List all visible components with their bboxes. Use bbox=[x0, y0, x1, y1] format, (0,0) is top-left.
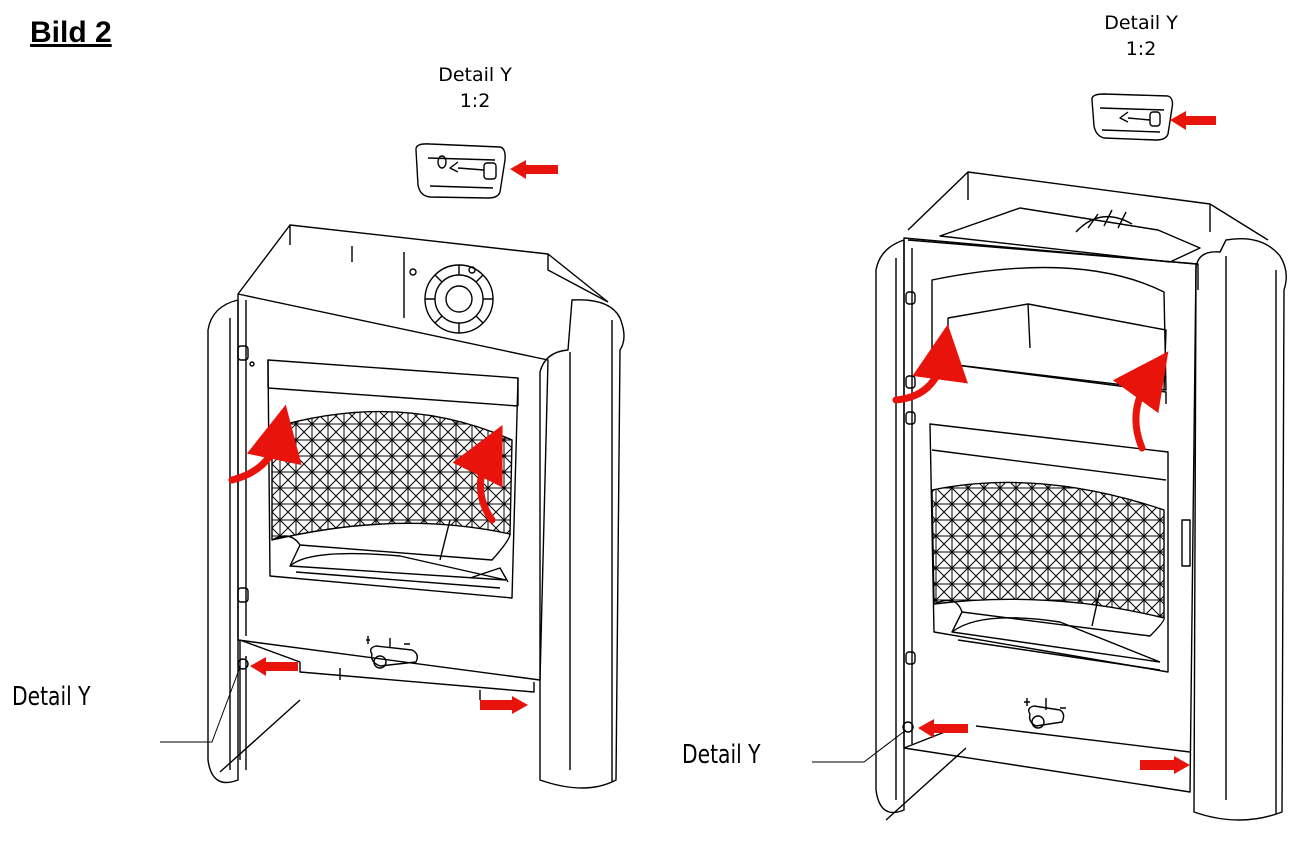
right-side-panel-right bbox=[1193, 238, 1287, 821]
right-detail-name: Detail Y bbox=[1104, 12, 1178, 34]
left-detail-name: Detail Y bbox=[438, 64, 512, 86]
right-front-arrow bbox=[918, 719, 968, 738]
figure-title: Bild 2 bbox=[30, 16, 112, 49]
right-stove bbox=[812, 93, 1287, 821]
left-rear-arrow bbox=[480, 696, 528, 714]
right-side-panel-left bbox=[875, 239, 905, 814]
left-front-arrow bbox=[250, 657, 298, 676]
left-curved-arrow-right bbox=[452, 424, 503, 524]
right-curved-arrow-left bbox=[892, 324, 968, 404]
right-detail-label: Detail Y 1:2 bbox=[1086, 10, 1196, 62]
left-stove bbox=[160, 143, 625, 789]
left-side-panel-left bbox=[207, 299, 239, 784]
left-detail-label: Detail Y 1:2 bbox=[420, 62, 530, 114]
left-detail-arrow bbox=[510, 160, 558, 179]
right-upper-opening bbox=[931, 266, 1167, 391]
right-callout-label: Detail Y bbox=[682, 740, 761, 770]
right-curved-arrow-right bbox=[1112, 351, 1169, 452]
left-air-control bbox=[366, 636, 419, 669]
left-detail-inset bbox=[415, 143, 506, 199]
left-side-panel-right bbox=[539, 299, 625, 789]
left-detail-y-marker bbox=[237, 658, 249, 670]
left-callout-label: Detail Y bbox=[12, 682, 91, 712]
left-fire-window bbox=[267, 359, 519, 599]
right-detail-inset bbox=[1091, 93, 1174, 141]
right-detail-arrow bbox=[1170, 111, 1216, 130]
right-rear-arrow bbox=[1140, 756, 1190, 774]
left-detail-scale: 1:2 bbox=[459, 90, 491, 112]
left-curved-arrow-left bbox=[228, 404, 302, 484]
right-detail-y-marker bbox=[902, 721, 914, 733]
right-detail-scale: 1:2 bbox=[1125, 38, 1157, 60]
right-air-control bbox=[1024, 698, 1066, 729]
right-flue-spigot bbox=[1075, 215, 1133, 233]
